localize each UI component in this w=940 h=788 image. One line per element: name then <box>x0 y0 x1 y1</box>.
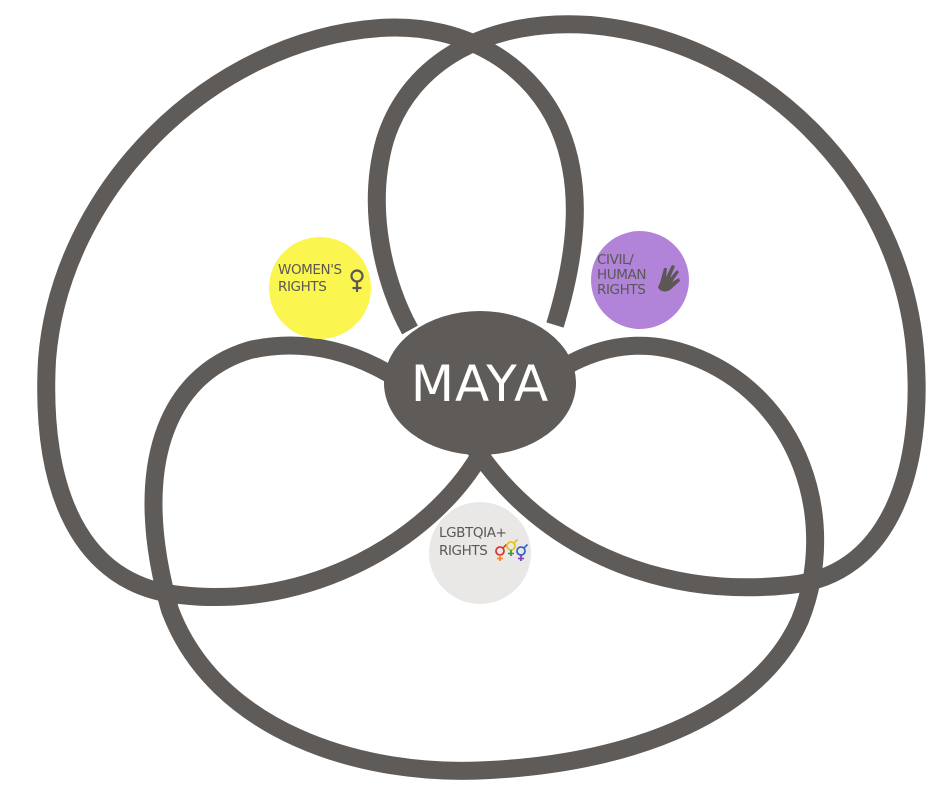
bottom-loop <box>144 336 825 780</box>
badge-womens-circle <box>269 237 371 339</box>
badge-civil-line-3: RIGHTS <box>597 282 645 298</box>
svg-text:LGBTQIA+ RIGHTS: LGBTQIA+ RIGHTS <box>439 525 510 559</box>
badge-civil-circle <box>591 231 689 329</box>
badge-civil-line-1: CIVIL/ <box>597 252 634 268</box>
svg-text:CIVIL/ HUMAN RIGHT: CIVIL/ HUMAN RIGHTS <box>597 252 650 298</box>
badge-lgbt-line-2: RIGHTS <box>439 543 487 559</box>
center-node <box>384 311 576 455</box>
badge-lgbt-line-1: LGBTQIA+ <box>439 525 506 541</box>
gender-symbols-icon <box>495 538 529 561</box>
raised-hand-icon <box>658 265 680 292</box>
female-symbol-icon <box>350 269 364 292</box>
badge-womens-rights: WOMEN'S RIGHTS <box>269 237 371 339</box>
badge-womens-line-1: WOMEN'S <box>278 262 342 278</box>
svg-text:WOMEN'S RIGHTS: WOMEN'S RIGHTS <box>278 262 346 295</box>
gender-symbol-arrow <box>513 538 519 544</box>
center-label: MAYA <box>411 355 549 413</box>
gender-symbol-arrow <box>502 543 508 549</box>
gender-symbol-arrow <box>523 543 529 549</box>
badge-civil-rights: CIVIL/ HUMAN RIGHTS <box>591 231 689 329</box>
badge-civil-line-2: HUMAN <box>597 267 646 283</box>
right-loop <box>367 15 926 597</box>
badge-lgbt-rights: LGBTQIA+ RIGHTS <box>429 502 531 604</box>
badge-womens-line-2: RIGHTS <box>278 279 326 295</box>
badge-lgbt-circle <box>429 502 531 604</box>
left-loop <box>37 18 584 607</box>
